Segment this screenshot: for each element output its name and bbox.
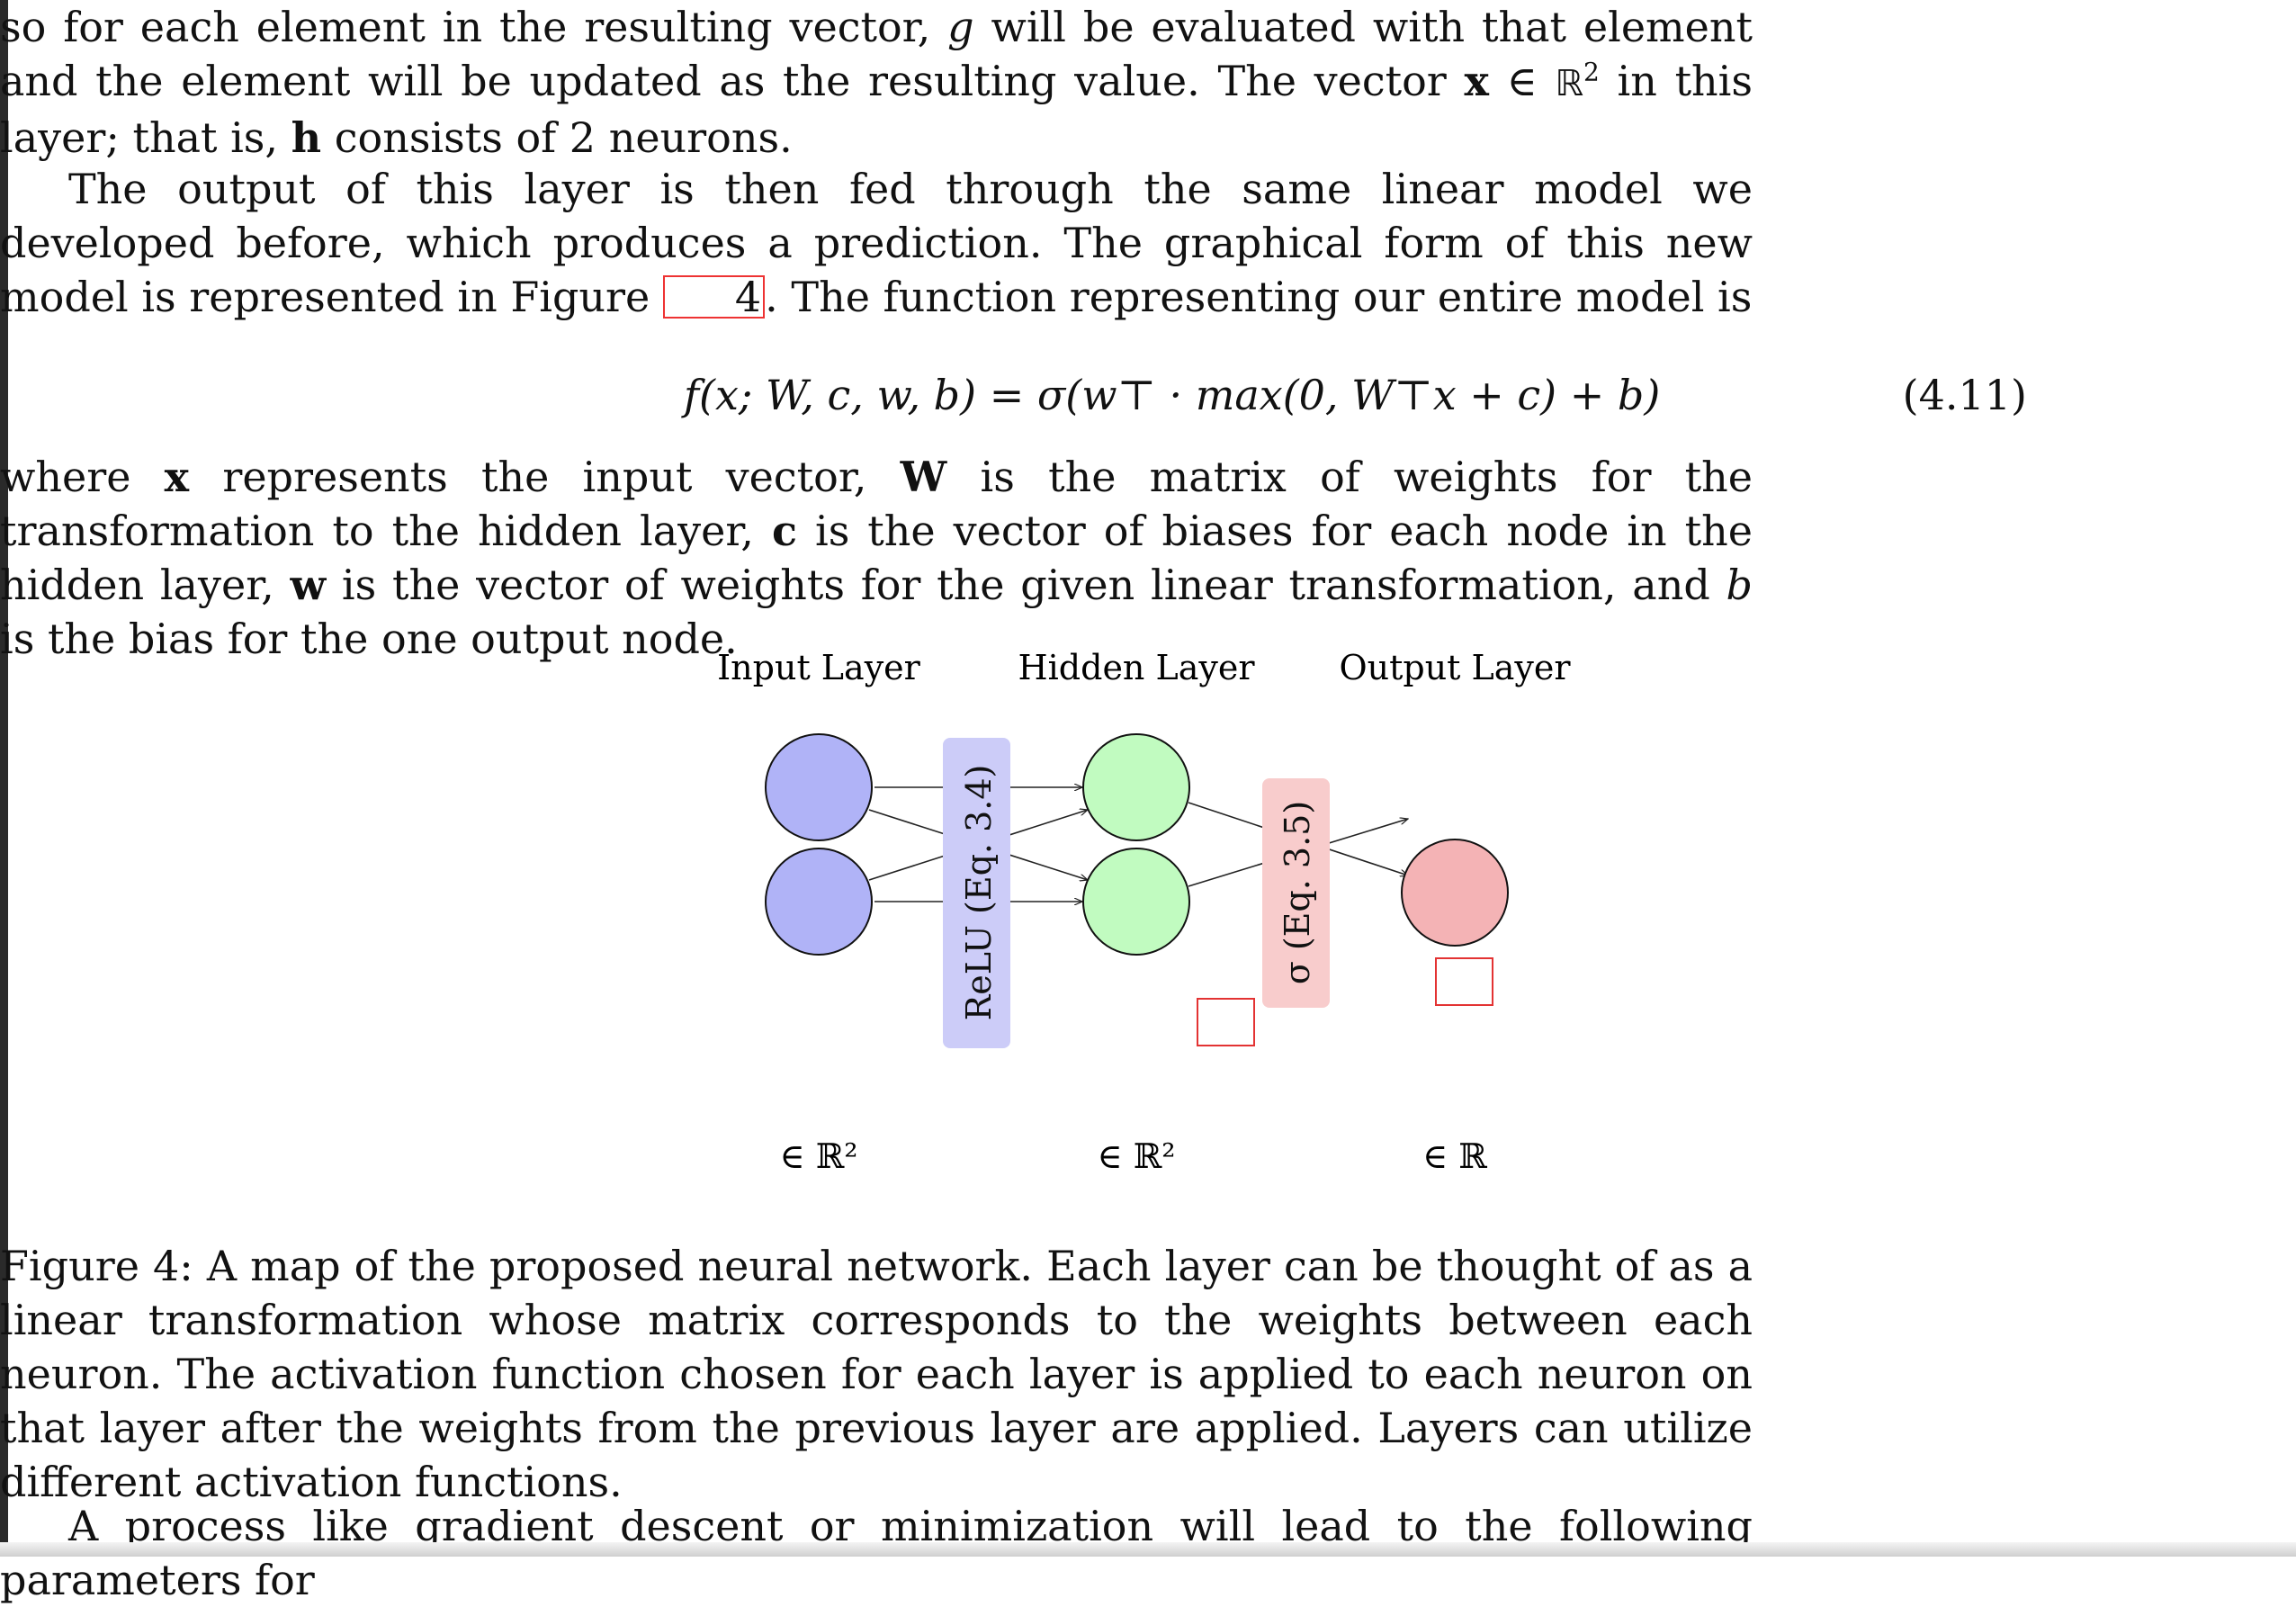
symbol-x: x [1464,57,1489,105]
symbol-x: x [164,453,190,501]
neural-network-diagram: Input Layer Hidden Layer Output Layer Re… [717,648,1571,1176]
symbol-c: c [771,507,797,555]
text-run: consists of 2 neurons. [321,113,793,162]
symbol-h: h [291,113,322,162]
input-node-1 [765,733,873,841]
superscript: 2 [1583,57,1600,87]
symbol-W: W [900,453,947,501]
equation-expression: f(x; W, c, w, b) = σ(w⊤ · max(0, W⊤x + c… [684,371,1661,419]
viewer-bottom-edge [0,1542,2296,1557]
figure-caption: Figure 4: A map of the proposed neural n… [0,1242,1753,1506]
output-dim-label: ∈ ℝ [1422,1136,1487,1176]
link-box-hidden[interactable] [1197,998,1255,1046]
symbol-b: b [1726,561,1753,609]
sigma-label: σ (Eq. 3.5) [1278,801,1317,984]
figure-reference-link[interactable]: 4 [662,275,766,319]
input-node-2 [765,848,873,956]
hidden-layer-title: Hidden Layer [1018,648,1256,687]
text-run: is the vector of biases for each node in… [0,507,1753,609]
paragraph-1: so for each element in the resulting vec… [0,0,1753,165]
text-run: where [0,453,165,501]
text-run: ∈ [1488,57,1556,105]
text-run: so for each element in the resulting vec… [0,3,948,51]
hidden-dim-label: ∈ ℝ² [1097,1136,1175,1176]
equation-number: (4.11) [1902,371,2027,419]
equation-4-11: f(x; W, c, w, b) = σ(w⊤ · max(0, W⊤x + c… [274,371,2027,434]
text-run: represents the input vector, [189,453,901,501]
hidden-node-1 [1082,733,1190,841]
paragraph-2: The output of this layer is then fed thr… [0,162,1753,324]
relu-label: ReLU (Eq. 3.4) [959,765,999,1021]
hidden-node-2 [1082,848,1190,956]
text-run: in this layer; that is, [0,57,1753,162]
text-run: will be evaluated with that element and … [0,3,1753,105]
output-layer-title: Output Layer [1339,648,1571,687]
text-run: is the matrix of weights for the transfo… [0,453,1753,555]
text-run: . The function representing our entire m… [765,273,1753,321]
input-dim-label: ∈ ℝ² [779,1136,857,1176]
text-run: is the bias for the one output node. [0,615,738,663]
text-run: is the vector of weights for the given l… [326,561,1726,609]
symbol-reals: ℝ [1555,63,1584,104]
viewer-left-edge [0,0,8,1557]
symbol-w: w [290,561,327,609]
input-layer-title: Input Layer [717,648,920,687]
output-node [1401,839,1509,947]
relu-activation-band: ReLU (Eq. 3.4) [943,738,1010,1048]
text-run: The output of this layer is then fed thr… [0,165,1753,321]
sigma-activation-band: σ (Eq. 3.5) [1262,778,1330,1008]
paragraph-3: where x represents the input vector, W i… [0,450,1753,666]
symbol-g: g [947,3,974,51]
link-box-output[interactable] [1435,957,1493,1006]
